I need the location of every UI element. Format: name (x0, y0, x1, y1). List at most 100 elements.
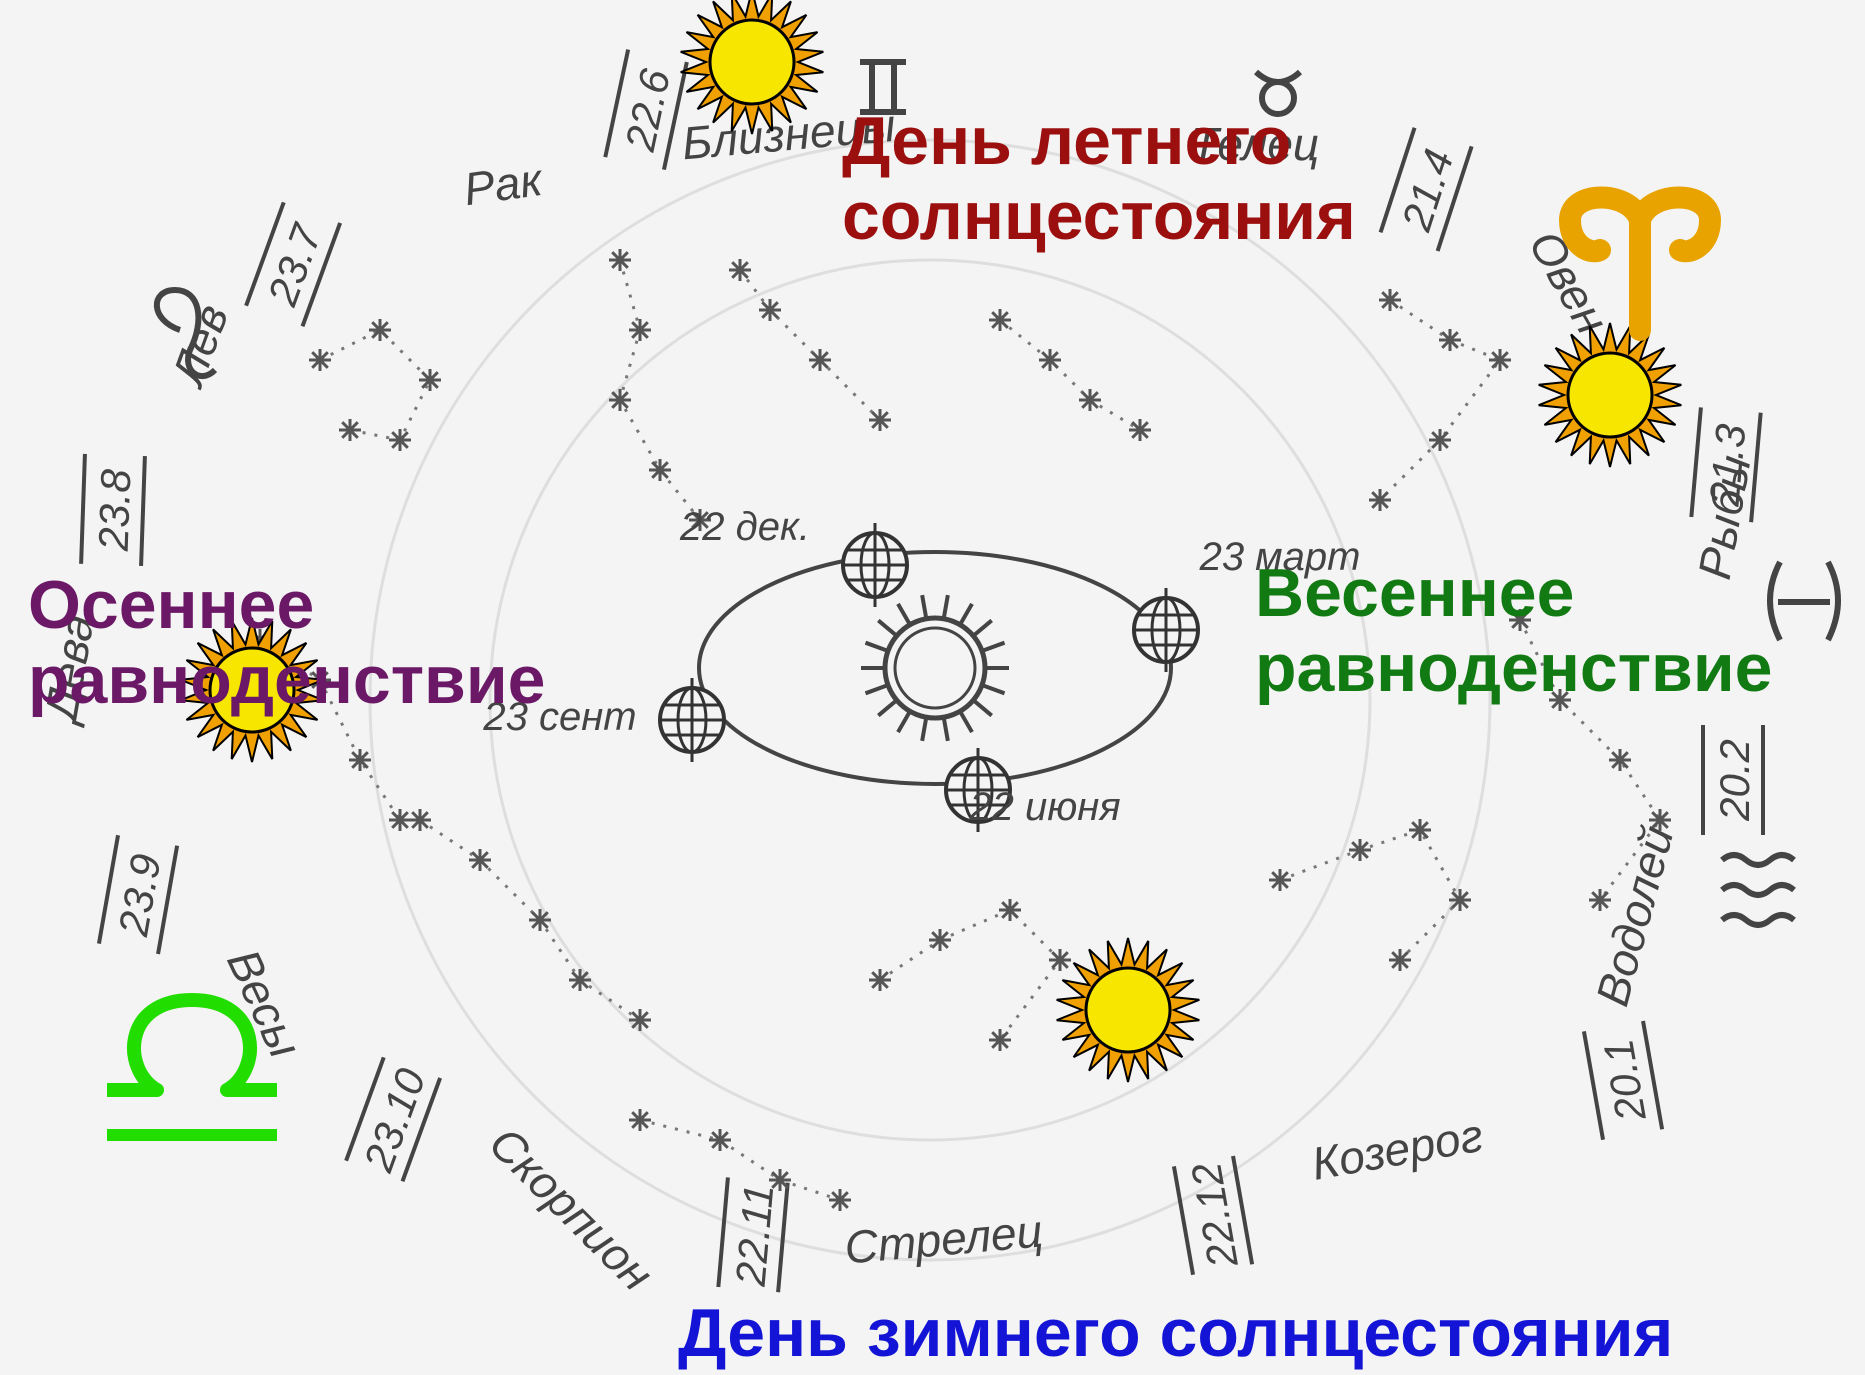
sun-icon (180, 617, 324, 763)
star-icon (1129, 419, 1151, 441)
sun-ray (896, 602, 911, 624)
star-icon (759, 299, 781, 321)
constellation-stars (249, 249, 1671, 1211)
star-icon (389, 429, 411, 451)
constellation-label: Скорпион (479, 1117, 663, 1301)
sun-ray (983, 683, 1006, 696)
aries-sign-icon (1558, 186, 1722, 341)
star-icon (1409, 819, 1431, 841)
star-icon (629, 1009, 651, 1031)
star-icon (1589, 889, 1611, 911)
constellation-line (319, 328, 432, 442)
star-icon (1429, 429, 1451, 451)
star-icon (529, 909, 551, 931)
star-icon (929, 929, 951, 951)
star-icon (829, 1189, 851, 1211)
sun-ray (983, 640, 1006, 653)
star-icon (349, 749, 371, 771)
sun-icon (1056, 937, 1200, 1083)
constellation-label: Рак (461, 153, 548, 216)
star-icon (419, 369, 441, 391)
yellow-suns (180, 0, 1682, 1083)
constellation-line (1378, 298, 1503, 502)
star-icon (1379, 289, 1401, 311)
sun-ray (864, 640, 887, 653)
star-icon (1039, 349, 1061, 371)
star-icon (339, 419, 361, 441)
star-icon (309, 349, 331, 371)
date-tag-label: 23.8 (90, 468, 140, 553)
date-tag: 23.7 (244, 201, 343, 327)
sun-ray (942, 718, 950, 742)
sun-ray (942, 594, 950, 618)
star-icon (809, 349, 831, 371)
star-icon (609, 249, 631, 271)
star-icon (609, 389, 631, 411)
sun-ray (920, 594, 928, 618)
date-tag: 22.12 (1171, 1155, 1255, 1276)
constellation-line (999, 318, 1141, 432)
star-icon (1649, 809, 1671, 831)
star-icon (469, 849, 491, 871)
constellation-line (879, 908, 1062, 1041)
winter-solstice-heading: День зимнего солнцестояния (678, 1295, 1674, 1371)
date-tag-label: 20.2 (1711, 739, 1758, 822)
constellation-label: Водолей (1586, 821, 1684, 1012)
zodiac-glyphs (153, 59, 1841, 928)
central-sun-icon (861, 594, 1009, 742)
date-tag: 23.8 (79, 453, 147, 567)
sun-ray (877, 618, 897, 637)
date-tag-label: 20.1 (1594, 1036, 1655, 1126)
star-icon (869, 409, 891, 431)
star-icon (629, 1109, 651, 1131)
star-icon (389, 809, 411, 831)
sun-ray (896, 712, 911, 734)
date-tag: 23.9 (96, 834, 180, 955)
sun-disc (1566, 351, 1654, 439)
sun-ray (864, 683, 887, 696)
date-tag: 21.3 (1689, 407, 1763, 523)
sun-disc (208, 646, 296, 734)
star-icon (689, 509, 711, 531)
date-tag-label: 23.7 (258, 217, 331, 312)
star-icon (369, 319, 391, 341)
star-icon (1079, 389, 1101, 411)
globe-icon (841, 521, 909, 609)
star-icon (1439, 329, 1461, 351)
star-icon (1369, 489, 1391, 511)
date-tag: 23.10 (344, 1056, 443, 1182)
date-tag: 22.6 (603, 49, 689, 171)
orbit-date-label: 23 март (1199, 535, 1361, 579)
star-icon (1609, 749, 1631, 771)
summer-solstice-heading: День летнего солнцестояния (842, 103, 1356, 254)
constellation-label: Стрелец (842, 1205, 1044, 1274)
star-icon (769, 1169, 791, 1191)
star-icon (999, 899, 1021, 921)
date-tag: 20.1 (1581, 1020, 1665, 1141)
star-icon (1349, 839, 1371, 861)
sun-ray (973, 618, 993, 637)
star-icon (709, 1129, 731, 1151)
autumn-equinox-heading: Осеннее равноденствие (28, 567, 546, 718)
sun-ray (973, 699, 993, 718)
orbit-date-label: 22 дек. (679, 505, 810, 549)
orbit-date-label: 23 сент (482, 695, 636, 739)
globe-icon (1132, 586, 1200, 674)
date-tag: 20.2 (1701, 725, 1765, 835)
star-icon (409, 809, 431, 831)
star-icon (1549, 689, 1571, 711)
star-icon (1509, 609, 1531, 631)
background-sketch (368, 138, 1492, 1262)
star-icon (569, 969, 591, 991)
sun-ray (959, 602, 974, 624)
sun-ray (959, 712, 974, 734)
constellation-label: Козерог (1308, 1109, 1487, 1190)
star-icon (869, 969, 891, 991)
constellation-label: Телец (1191, 118, 1319, 170)
sun-disc (1084, 966, 1172, 1054)
sun-icon (680, 0, 824, 135)
star-icon (1389, 949, 1411, 971)
date-tag-label: 22.11 (727, 1182, 783, 1289)
